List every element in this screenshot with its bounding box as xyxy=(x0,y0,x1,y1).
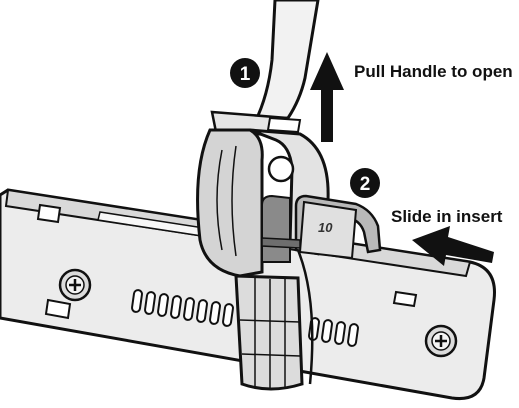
insert-piece: 10 xyxy=(261,194,382,260)
step-1-instruction: Pull Handle to open xyxy=(354,62,513,81)
step-1-number: 1 xyxy=(240,64,251,85)
step-2-instruction: Slide in insert xyxy=(391,207,503,226)
arrow-left-icon xyxy=(412,226,494,266)
arrow-up-icon xyxy=(310,52,344,142)
step-2-badge: 2 xyxy=(350,168,380,198)
insert-size-label: 10 xyxy=(318,220,333,235)
step-2-number: 2 xyxy=(360,174,371,195)
screw-left-icon xyxy=(58,268,92,302)
vent-slots xyxy=(131,289,359,347)
screw-right-icon xyxy=(424,324,458,358)
step-1-badge: 1 xyxy=(230,58,260,88)
pull-handle-strap xyxy=(210,0,320,138)
